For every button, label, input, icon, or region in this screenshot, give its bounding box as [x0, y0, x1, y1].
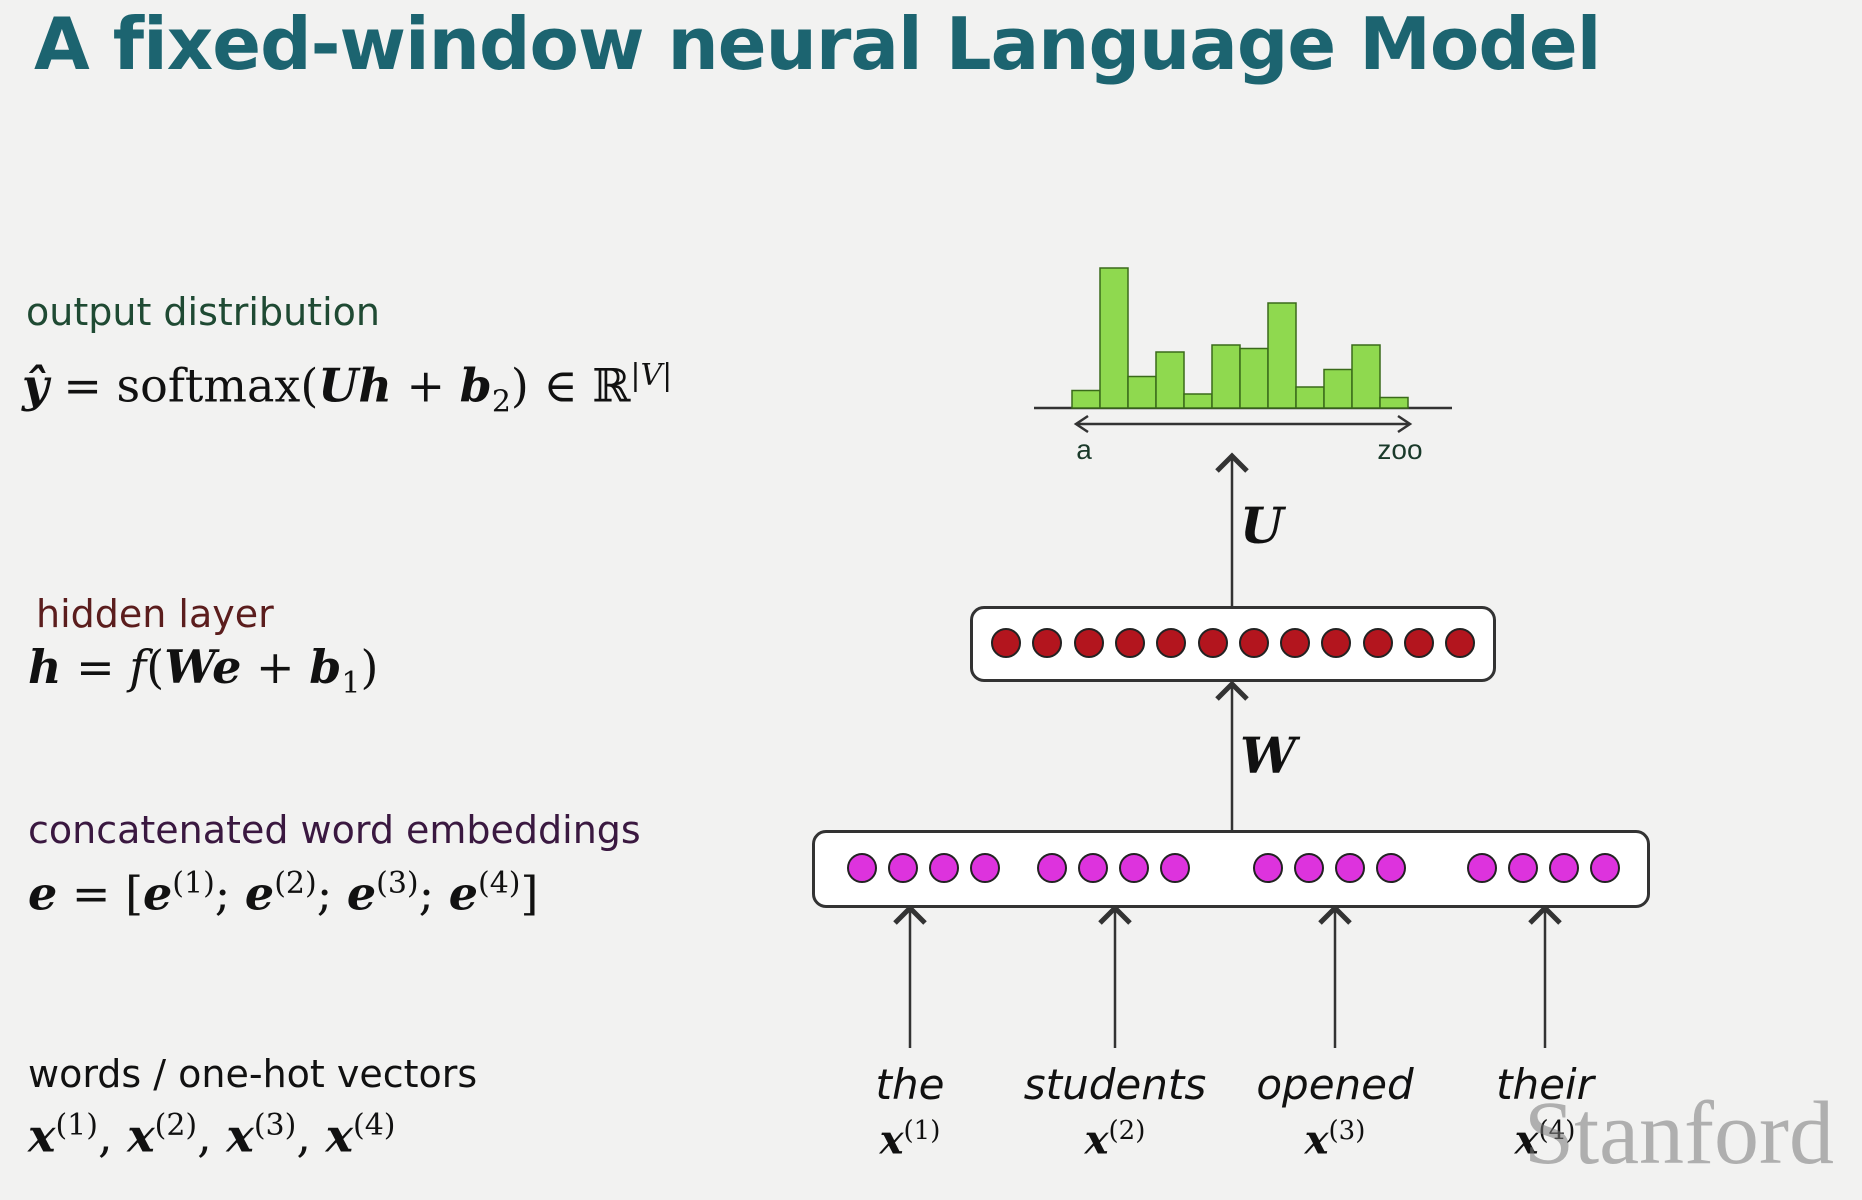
embedding-unit [1335, 853, 1365, 883]
hidden-unit [1156, 628, 1187, 658]
histogram-bar [1155, 351, 1185, 409]
embedding-unit [1078, 853, 1108, 883]
embedding-unit [888, 853, 918, 883]
embedding-unit [1294, 853, 1324, 883]
words-label: words / one-hot vectors [28, 1052, 478, 1096]
word-their: their [1496, 1060, 1594, 1109]
embedding-unit [1160, 853, 1190, 883]
histogram-bar [1295, 386, 1325, 409]
axis-end-label: zoo [1377, 434, 1423, 465]
hidden-layer-label: hidden layer [36, 592, 274, 636]
slide-title: A fixed-window neural Language Model [34, 2, 1601, 86]
hidden-layer-box [970, 606, 1496, 682]
hidden-unit [1404, 628, 1434, 658]
histogram-bar [1267, 302, 1297, 409]
hidden-unit [1073, 628, 1104, 658]
embedding-unit [929, 853, 959, 883]
hidden-unit [1362, 628, 1393, 658]
histogram-bar [1239, 347, 1269, 409]
embedding-unit [1549, 853, 1579, 883]
x-2: x(2) [1084, 1116, 1146, 1164]
embedding-unit [1253, 853, 1283, 883]
embedding-unit [847, 853, 877, 883]
hidden-formula: h = f(We + b1) [28, 640, 379, 702]
stanford-watermark: Stanford [1524, 1084, 1834, 1183]
histogram-bar [1183, 393, 1213, 409]
hidden-unit [1197, 628, 1228, 658]
x-3: x(3) [1304, 1116, 1366, 1164]
output-histogram [1071, 267, 1409, 409]
hidden-unit [1280, 628, 1311, 658]
histogram-bar [1071, 389, 1101, 409]
word-opened: opened [1256, 1060, 1414, 1109]
hidden-unit [1445, 628, 1476, 658]
hidden-unit [1238, 628, 1269, 658]
embedding-unit [1119, 853, 1149, 883]
embedding-layer-box [812, 830, 1650, 908]
matrix-u-label: U [1240, 496, 1284, 555]
hidden-unit [1032, 628, 1063, 658]
embeddings-label: concatenated word embeddings [28, 808, 641, 852]
histogram-bar [1351, 344, 1381, 409]
histogram-bar [1323, 368, 1353, 409]
embedding-unit [1590, 853, 1620, 883]
output-distribution-label: output distribution [26, 290, 380, 334]
embedding-unit [1037, 853, 1067, 883]
embedding-unit [1376, 853, 1406, 883]
words-formula: x(1), x(2), x(3), x(4) [28, 1108, 396, 1163]
embedding-unit [1508, 853, 1538, 883]
embeddings-formula: e = [e(1); e(2); e(3); e(4)] [28, 866, 539, 921]
x-4: x(4) [1514, 1116, 1576, 1164]
hidden-unit [1114, 628, 1145, 658]
axis-start-label: a [1076, 434, 1092, 465]
histogram-bar [1127, 375, 1157, 409]
hidden-unit [991, 628, 1021, 658]
histogram-bar [1211, 344, 1241, 409]
word-students: students [1023, 1060, 1207, 1109]
word-the: the [875, 1060, 945, 1109]
histogram-bar [1099, 267, 1129, 409]
embedding-unit [1467, 853, 1497, 883]
matrix-w-label: W [1240, 726, 1297, 785]
x-1: x(1) [879, 1116, 941, 1164]
histogram-bar [1379, 396, 1409, 409]
embedding-unit [970, 853, 1000, 883]
output-formula: ŷ = softmax(Uh + b2) ∈ ℝ|V| [22, 358, 673, 420]
hidden-unit [1321, 628, 1352, 658]
